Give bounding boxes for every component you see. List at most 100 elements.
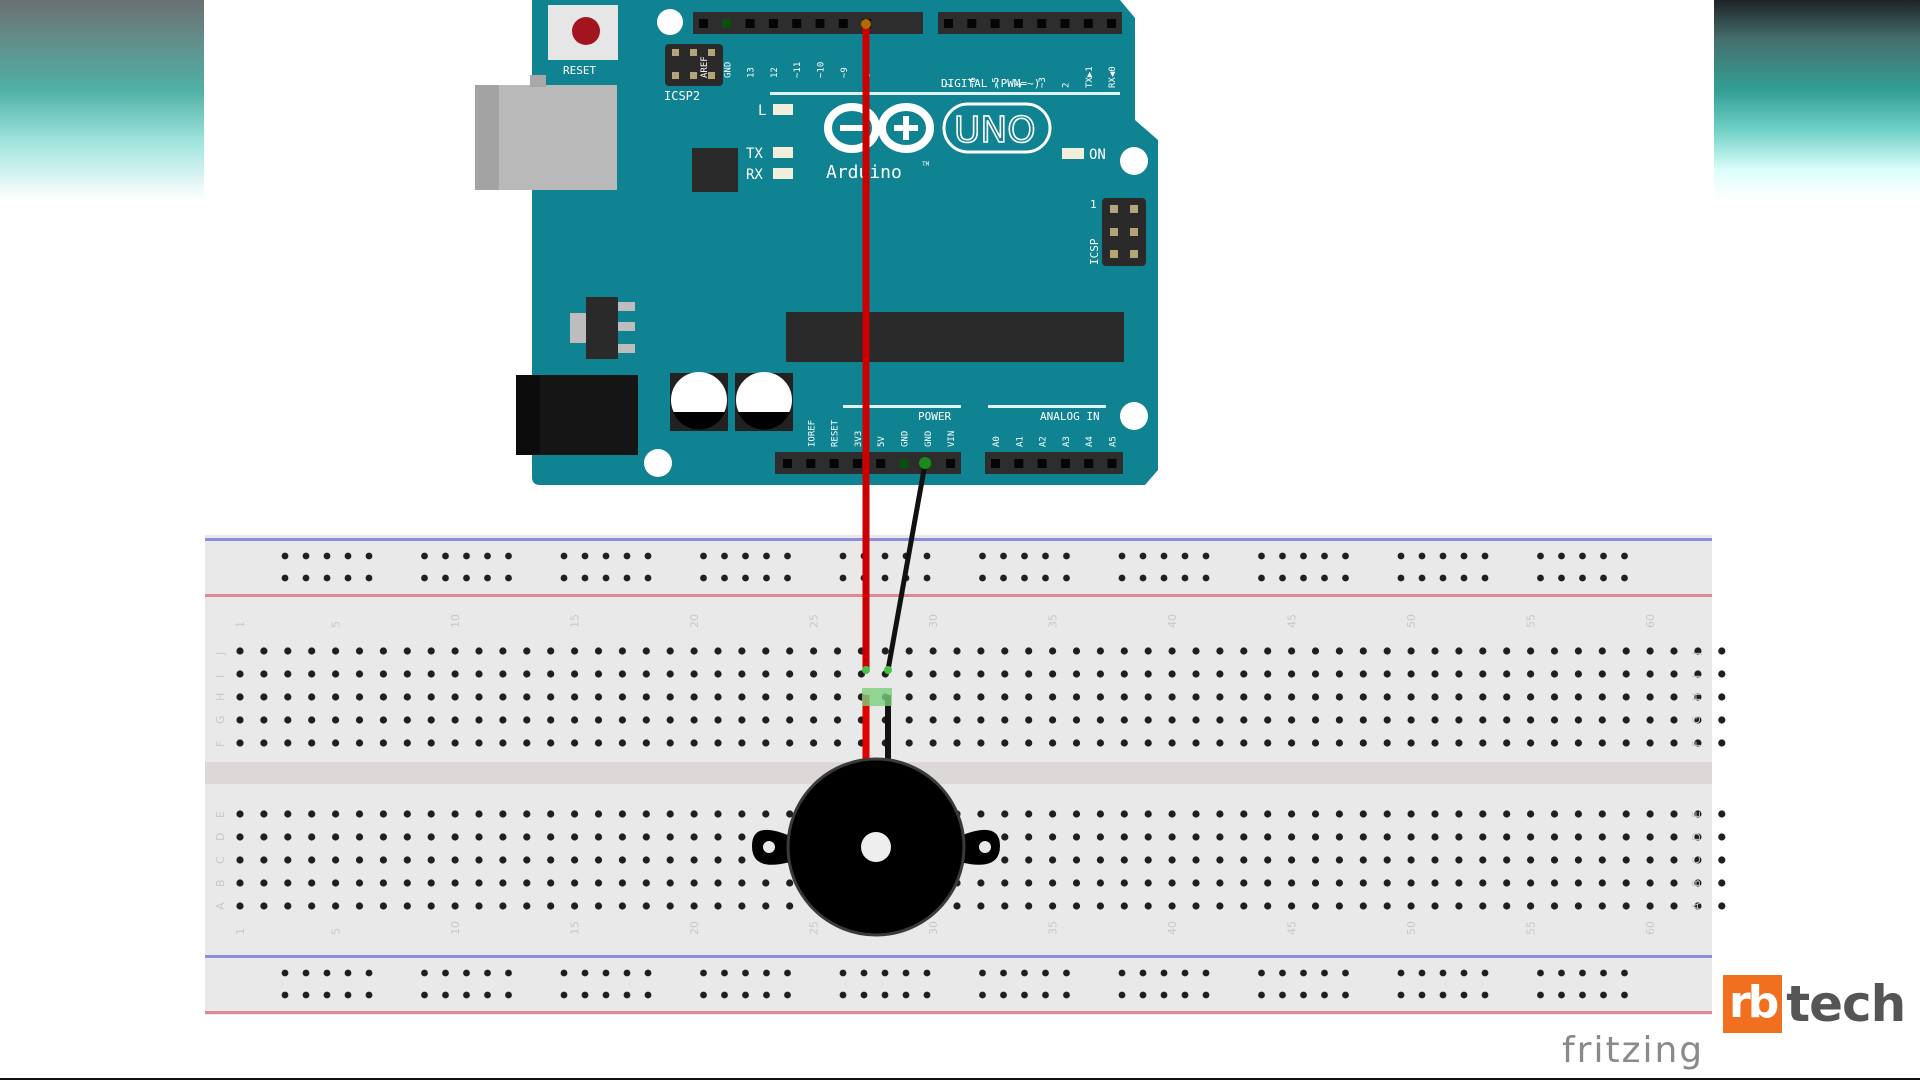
breadboard-hole[interactable] <box>1001 833 1009 841</box>
breadboard-hole[interactable] <box>1550 902 1559 910</box>
breadboard-hole[interactable] <box>1550 833 1559 841</box>
breadboard-hole[interactable] <box>1718 856 1726 864</box>
breadboard-hole[interactable] <box>523 716 531 724</box>
rail-hole[interactable] <box>1537 969 1544 977</box>
breadboard-hole[interactable] <box>738 879 746 887</box>
breadboard-hole[interactable] <box>762 716 770 724</box>
rail-hole[interactable] <box>1279 969 1286 977</box>
breadboard-hole[interactable] <box>451 670 459 678</box>
rail-hole[interactable] <box>644 574 652 582</box>
breadboard-hole[interactable] <box>738 856 746 864</box>
breadboard-hole[interactable] <box>642 670 650 678</box>
breadboard-hole[interactable] <box>451 879 459 887</box>
breadboard-hole[interactable] <box>332 810 340 818</box>
rail-hole[interactable] <box>1063 574 1070 582</box>
breadboard-hole[interactable] <box>833 739 842 747</box>
breadboard-hole[interactable] <box>1335 810 1343 818</box>
breadboard-hole[interactable] <box>1550 739 1559 747</box>
breadboard-hole[interactable] <box>1718 670 1726 678</box>
header-pin[interactable] <box>1037 19 1047 28</box>
breadboard-hole[interactable] <box>475 647 483 655</box>
breadboard-hole[interactable] <box>1072 670 1081 678</box>
breadboard-hole[interactable] <box>666 902 674 910</box>
header-pin[interactable] <box>1060 19 1070 28</box>
breadboard-hole[interactable] <box>1694 670 1702 678</box>
breadboard-hole[interactable] <box>1216 647 1224 655</box>
breadboard-hole[interactable] <box>786 670 794 678</box>
rail-hole[interactable] <box>1537 552 1544 560</box>
breadboard-hole[interactable] <box>379 693 387 701</box>
breadboard-hole[interactable] <box>1359 902 1367 910</box>
breadboard-hole[interactable] <box>499 647 507 655</box>
rail-hole[interactable] <box>1279 991 1286 999</box>
breadboard-hole[interactable] <box>1168 716 1176 724</box>
breadboard-hole[interactable] <box>1025 856 1033 864</box>
rail-hole[interactable] <box>1439 574 1447 582</box>
breadboard-hole[interactable] <box>379 856 387 864</box>
breadboard-hole[interactable] <box>1001 879 1009 887</box>
breadboard-hole[interactable] <box>666 833 674 841</box>
rail-hole[interactable] <box>902 969 910 977</box>
rail-hole[interactable] <box>1160 991 1168 999</box>
breadboard-hole[interactable] <box>1192 670 1200 678</box>
breadboard-hole[interactable] <box>1383 856 1391 864</box>
breadboard-hole[interactable] <box>1574 647 1582 655</box>
breadboard-hole[interactable] <box>1550 693 1559 701</box>
breadboard-hole[interactable] <box>977 739 985 747</box>
breadboard-hole[interactable] <box>379 902 387 910</box>
rail-hole[interactable] <box>881 991 889 999</box>
breadboard-hole[interactable] <box>594 647 603 655</box>
breadboard-hole[interactable] <box>1359 647 1367 655</box>
breadboard-hole[interactable] <box>1670 833 1678 841</box>
breadboard-hole[interactable] <box>1503 810 1511 818</box>
breadboard-hole[interactable] <box>1479 902 1487 910</box>
breadboard-hole[interactable] <box>1718 693 1726 701</box>
rail-hole[interactable] <box>644 991 652 999</box>
breadboard-hole[interactable] <box>1144 833 1152 841</box>
breadboard-hole[interactable] <box>1335 856 1343 864</box>
breadboard-hole[interactable] <box>547 739 555 747</box>
breadboard-hole[interactable] <box>1503 833 1511 841</box>
rail-hole[interactable] <box>742 969 749 977</box>
breadboard-hole[interactable] <box>594 856 603 864</box>
rail-hole[interactable] <box>1397 969 1405 977</box>
breadboard-hole[interactable] <box>355 670 364 678</box>
rail-hole[interactable] <box>721 969 728 977</box>
breadboard-hole[interactable] <box>618 833 627 841</box>
breadboard-hole[interactable] <box>1192 902 1200 910</box>
breadboard-hole[interactable] <box>618 693 627 701</box>
breadboard-hole[interactable] <box>427 739 435 747</box>
breadboard-hole[interactable] <box>594 810 603 818</box>
rail-hole[interactable] <box>1021 991 1028 999</box>
header-pin[interactable] <box>829 459 839 468</box>
header-pin[interactable] <box>946 459 956 468</box>
header-pin[interactable] <box>1014 459 1024 468</box>
breadboard-hole[interactable] <box>236 716 244 724</box>
breadboard-hole[interactable] <box>355 739 364 747</box>
header-pin[interactable] <box>745 19 755 28</box>
breadboard-hole[interactable] <box>1025 833 1033 841</box>
breadboard-hole[interactable] <box>499 902 507 910</box>
breadboard-hole[interactable] <box>1455 833 1463 841</box>
rail-hole[interactable] <box>1537 991 1544 999</box>
breadboard-hole[interactable] <box>403 670 411 678</box>
breadboard-hole[interactable] <box>1096 879 1104 887</box>
rail-hole[interactable] <box>1600 552 1607 560</box>
rail-hole[interactable] <box>560 991 568 999</box>
breadboard-hole[interactable] <box>810 693 818 701</box>
breadboard-hole[interactable] <box>1598 647 1606 655</box>
breadboard-hole[interactable] <box>1646 670 1654 678</box>
rail-hole[interactable] <box>581 552 589 560</box>
breadboard-hole[interactable] <box>451 716 459 724</box>
breadboard-hole[interactable] <box>475 693 483 701</box>
breadboard-hole[interactable] <box>1001 902 1009 910</box>
breadboard-hole[interactable] <box>642 810 650 818</box>
breadboard-hole[interactable] <box>738 833 746 841</box>
breadboard-hole[interactable] <box>403 647 411 655</box>
breadboard-hole[interactable] <box>1264 739 1272 747</box>
breadboard-hole[interactable] <box>1288 739 1296 747</box>
breadboard-hole[interactable] <box>1192 879 1200 887</box>
rail-hole[interactable] <box>860 969 868 977</box>
breadboard-hole[interactable] <box>1240 833 1248 841</box>
breadboard-hole[interactable] <box>1407 670 1415 678</box>
